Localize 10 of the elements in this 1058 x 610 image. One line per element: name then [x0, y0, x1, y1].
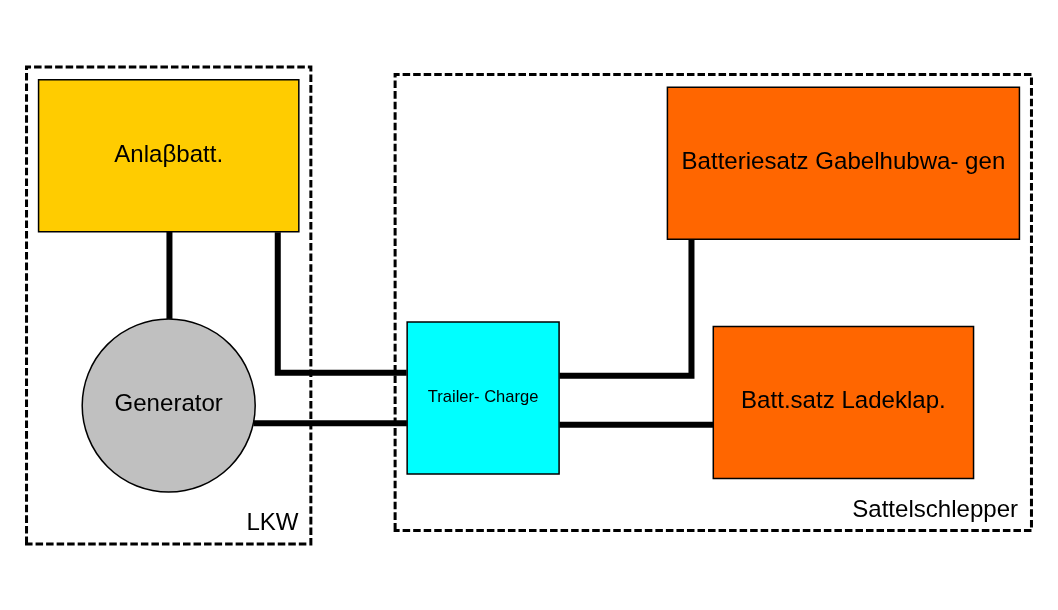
node-box: Trailer- Charge: [406, 320, 560, 475]
connector: [274, 231, 407, 376]
node-box: Batteriesatz Gabelhubwa- gen: [666, 86, 1021, 240]
connector: [559, 421, 714, 428]
node-box: Anlaβbatt.: [37, 78, 300, 233]
node-circle: Generator: [81, 317, 256, 493]
connector: [559, 238, 695, 379]
connector: [253, 419, 407, 426]
node-box: Batt.satz Ladeklap.: [712, 325, 975, 479]
connector: [166, 231, 173, 319]
